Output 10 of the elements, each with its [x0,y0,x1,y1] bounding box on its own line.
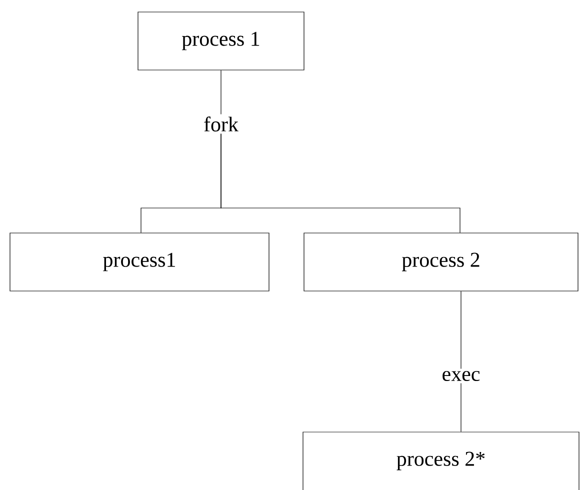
operation-label: exec [442,370,480,382]
connector-line [220,133,460,233]
connector-line [460,291,462,370]
operation-label: fork [204,116,238,132]
process-box: process1 [10,232,270,292]
connector-line [460,382,462,432]
process-box: process 1 [138,12,304,70]
process-box: process 2* [302,432,580,490]
connector-line [220,70,222,115]
process-box: process 2 [304,232,578,292]
